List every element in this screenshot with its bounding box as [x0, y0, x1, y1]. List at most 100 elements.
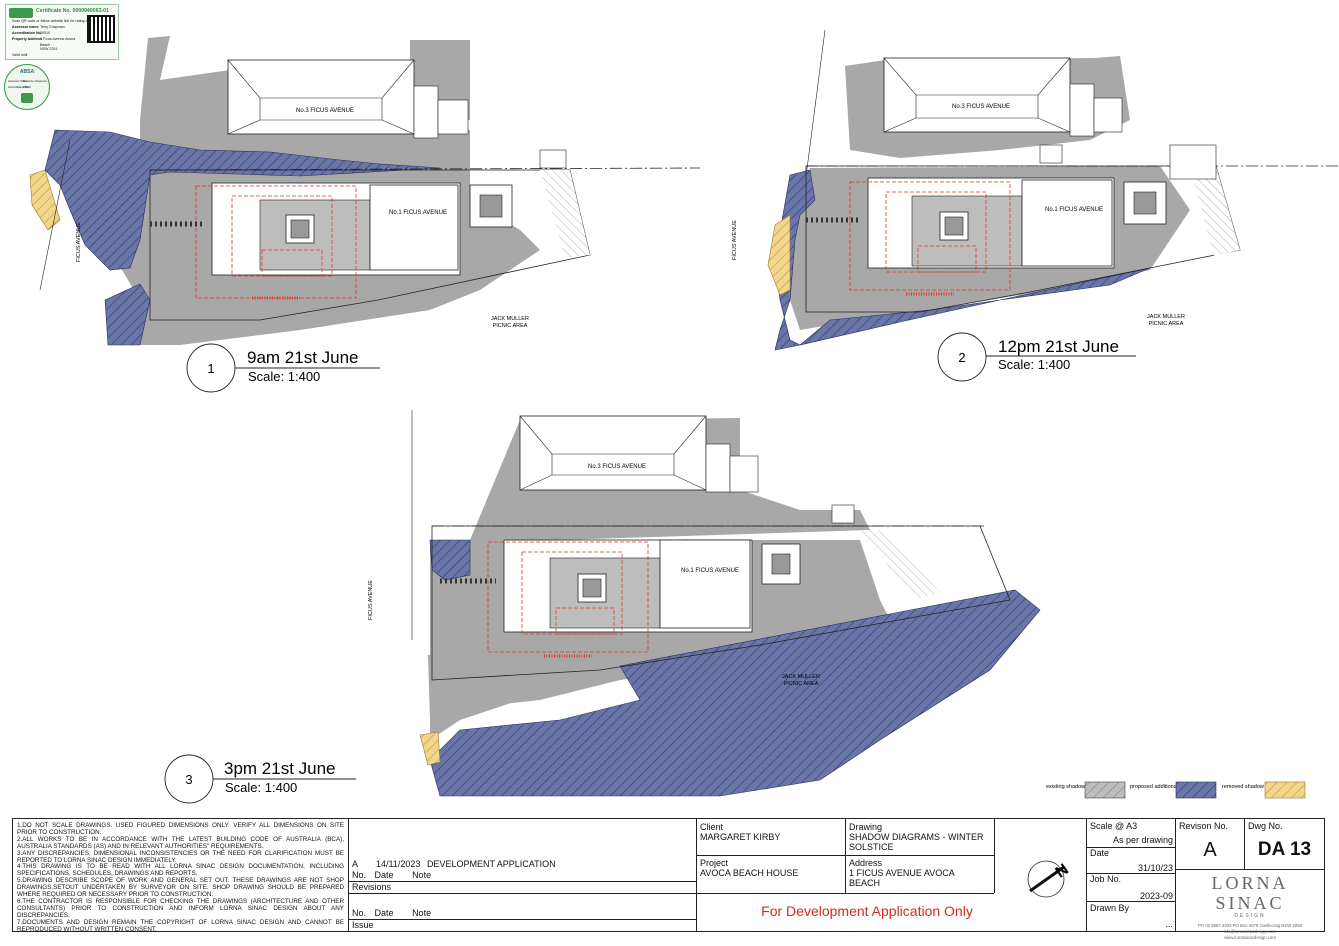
date-label: Date: [1090, 848, 1110, 858]
revisions-header: No. Date Note: [352, 870, 431, 880]
revision-number-label: Revison No.: [1179, 821, 1229, 831]
revisions-table: A 14/11/2023 DEVELOPMENT APPLICATION No.…: [349, 819, 696, 931]
legend-existing-label: existing shadow: [1046, 784, 1085, 790]
view-number-1: 1: [207, 361, 214, 376]
drawn-value: ...: [1165, 919, 1173, 929]
revision-row-date: 14/11/2023: [376, 859, 421, 869]
issue-header-note: Note: [412, 908, 432, 918]
legend-proposed-label: proposed additional shadow: [1130, 784, 1199, 790]
revision-number-value: A: [1203, 839, 1217, 861]
energy-certificate: Certificate No. 0000040063-01 Scan QR co…: [5, 4, 119, 60]
scale-value: As per drawing: [1112, 835, 1173, 845]
certificate-line-4: 20510: [40, 31, 50, 35]
brand-name: LORNA SINAC: [1211, 873, 1289, 913]
revisions-header-no: No.: [352, 870, 367, 880]
certificate-leaf-icon: [9, 8, 33, 18]
client-project: Client MARGARET KIRBY Project AVOCA BEAC…: [697, 819, 845, 893]
title-block: 1.DO NOT SCALE DRAWINGS. USED FIGURED DI…: [12, 818, 1325, 940]
view-number-circle-2: [937, 332, 987, 382]
legend: existing shadow proposed additional shad…: [1046, 781, 1306, 799]
view-scale-2: Scale: 1:400: [998, 357, 1070, 372]
job-label: Job No.: [1090, 874, 1122, 884]
street-label-1: FICUS AVENUE: [76, 222, 82, 262]
assessor-seal-line-4: 20510: [23, 85, 31, 89]
shadow-view-1: No.3 FICUS AVENUE No.1 FICUS AVENUE FICU…: [29, 36, 701, 393]
note-6: 6.THE CONTRACTOR IS RESPONSIBLE FOR CHEC…: [17, 897, 344, 919]
job-value: 2023-09: [1139, 891, 1173, 901]
legend-proposed-swatch: [1175, 781, 1217, 799]
note-4: 4.THIS DRAWING IS TO BE READ WITH ALL LO…: [17, 863, 344, 878]
issue-header: No. Date Note: [352, 908, 431, 918]
drawing-value: SHADOW DIAGRAMS - WINTER SOLSTICE: [849, 832, 984, 852]
brand-contact-2: info@lornasinacdesign.com: [1223, 929, 1277, 934]
park-label-3b: PICNIC AREA: [784, 681, 819, 687]
view-title-3: 3pm 21st June: [224, 759, 336, 778]
drawing-label: Drawing: [849, 822, 883, 832]
client-label: Client: [700, 822, 724, 832]
park-label-1b: PICNIC AREA: [493, 323, 528, 329]
assessor-seal-line-3: Accreditation No.: [8, 85, 30, 89]
legend-removed-swatch: [1264, 781, 1306, 799]
drawing-number-label: Dwg No.: [1248, 821, 1283, 831]
neighbour-label-2: No.3 FICUS AVENUE: [952, 104, 1010, 110]
park-label-1a: JACK MULLER: [491, 316, 529, 322]
note-3: 3.ANY DISCREPANCIES, DIMENSIONAL INCONSI…: [17, 849, 344, 864]
certificate-number: Certificate No. 0000040063-01: [36, 8, 109, 14]
legend-existing-swatch: [1084, 781, 1126, 799]
north-arrow-icon: N: [1027, 860, 1072, 898]
brand-contact-1: PH 02 9967 4333 PO Box 4079 Castlecrag N…: [1198, 923, 1302, 928]
drawing-number-value: DA 13: [1257, 839, 1312, 860]
revisions-header-date: Date: [374, 870, 394, 880]
address-label: Address: [849, 858, 883, 868]
issue-label: Issue: [352, 920, 374, 930]
sheet-info: Scale @ A3 As per drawing Date 31/10/23 …: [1087, 819, 1175, 931]
da-only-note: For Development Application Only: [761, 903, 973, 919]
park-label-2b: PICNIC AREA: [1149, 321, 1184, 327]
brand-contact-3: www.lornasinacdesign.com: [1224, 935, 1276, 940]
park-label-2a: JACK MULLER: [1147, 314, 1185, 320]
certificate-line-1: Assessor name: [12, 25, 39, 29]
view-title-1: 9am 21st June: [247, 348, 359, 367]
revision-row-note: DEVELOPMENT APPLICATION: [426, 859, 556, 869]
note-1: 1.DO NOT SCALE DRAWINGS. USED FIGURED DI…: [17, 822, 344, 836]
revisions-label: Revisions: [352, 882, 392, 892]
assessor-seal-line-2: Terrence Chapman: [23, 79, 47, 83]
note-5: 5.DRAWING DESCRIBE SCOPE OF WORK AND GEN…: [17, 877, 344, 899]
brand-logo: LORNA SINAC DESIGN PH 02 9967 4333 PO Bo…: [1176, 870, 1324, 940]
view-scale-3: Scale: 1:400: [225, 780, 297, 795]
view-scale-1: Scale: 1:400: [248, 369, 320, 384]
view-number-2: 2: [958, 350, 965, 365]
date-value: 31/10/23: [1137, 863, 1173, 873]
legend-proposed-line: proposed additional shadow: [1130, 784, 1199, 790]
house-label-2: No.1 FICUS AVENUE: [1045, 207, 1103, 213]
qr-code-icon: [87, 15, 115, 43]
note-2: 2.ALL WORKS TO BE IN ACCORDANCE WITH THE…: [17, 835, 344, 850]
assessor-seal-line-0: ABSA: [19, 69, 35, 75]
seal-house-icon: [21, 93, 33, 103]
issue-header-date: Date: [374, 908, 394, 918]
certificate-line-0: Scan QR code or follow website link for …: [12, 19, 97, 23]
assessor-seal: ABSA Assessor Name Terrence Chapman Accr…: [4, 64, 50, 110]
issue-header-no: No.: [352, 908, 367, 918]
general-notes: 1.DO NOT SCALE DRAWINGS. USED FIGURED DI…: [17, 822, 344, 932]
view-number-3: 3: [185, 772, 192, 787]
certificate-line-5: Property Address: [12, 37, 43, 41]
shadow-view-3: No.3 FICUS AVENUE No.1 FICUS AVENUE FICU…: [164, 410, 1041, 804]
view-title-2: 12pm 21st June: [998, 337, 1119, 356]
certificate-line-7: NSW 2251: [40, 47, 58, 51]
certificate-line-2: Terry Chapman: [40, 25, 65, 29]
assessor-seal-line-1: Assessor Name: [8, 79, 28, 83]
revisions-header-note: Note: [412, 870, 432, 880]
drawn-label: Drawn By: [1090, 903, 1130, 913]
certificate-line-6: 1 Ficus Avenue Avoca Beach: [40, 37, 76, 47]
street-label-3: FICUS AVENUE: [368, 580, 374, 620]
revision-row-no: A: [352, 859, 358, 869]
scale-label: Scale @ A3: [1090, 821, 1138, 831]
shadow-view-2: No.3 FICUS AVENUE No.1 FICUS AVENUE FICU…: [732, 29, 1339, 382]
drawing-address: Drawing SHADOW DIAGRAMS - WINTER SOLSTIC…: [846, 819, 994, 893]
house-label-3: No.1 FICUS AVENUE: [681, 568, 739, 574]
drawing-number-box: Dwg No. DA 13: [1245, 819, 1324, 869]
neighbour-label-1: No.3 FICUS AVENUE: [296, 108, 354, 114]
park-label-3a: JACK MULLER: [782, 674, 820, 680]
